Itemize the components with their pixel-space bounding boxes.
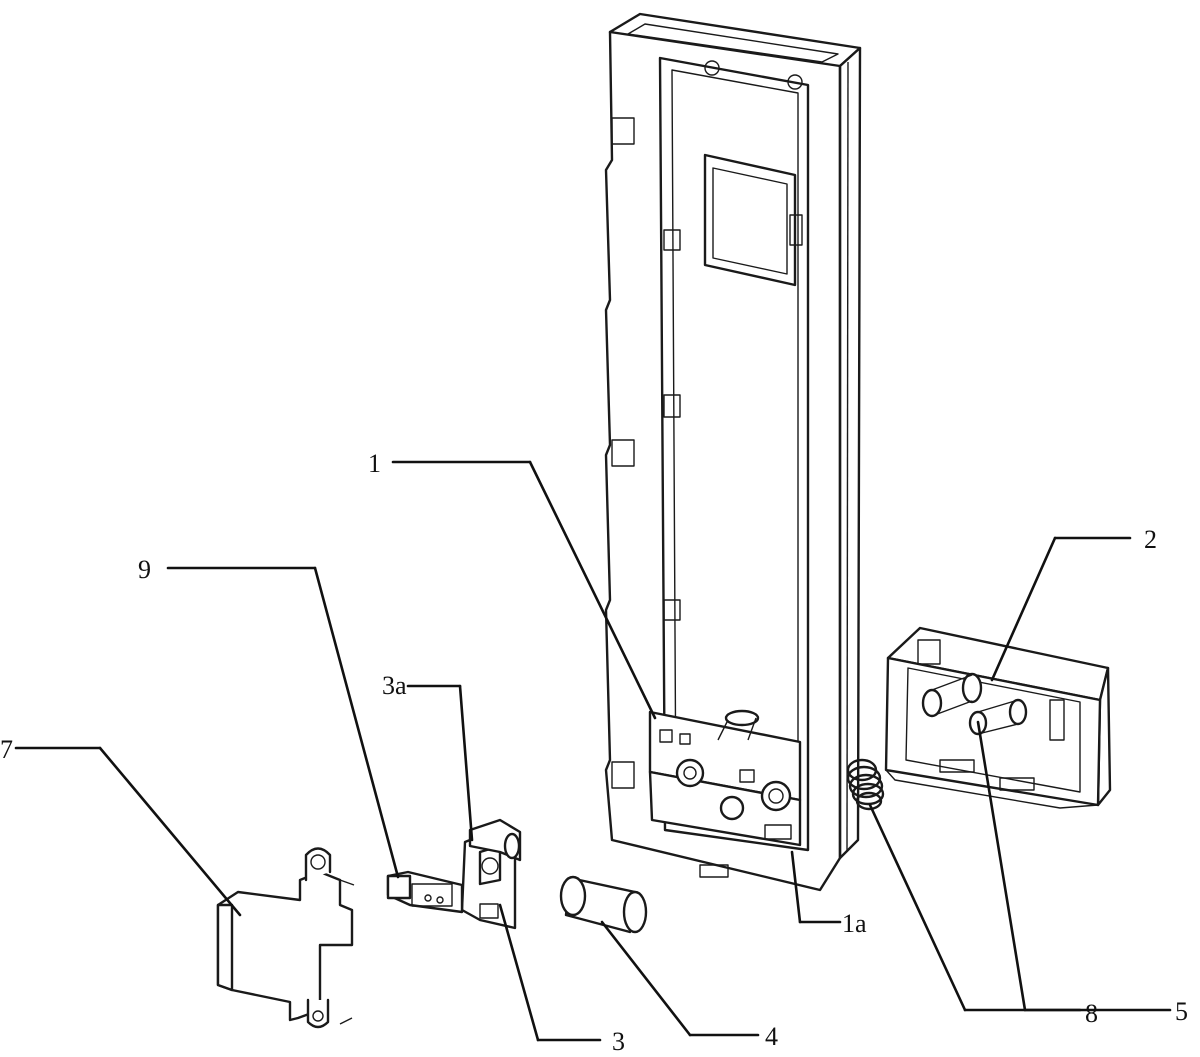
plate-part-7 <box>216 847 355 1029</box>
housing-part-1 <box>604 12 862 892</box>
label-3: 3 <box>612 1027 625 1056</box>
switch-bracket-part-3 <box>460 818 522 930</box>
leader-3-diag <box>498 903 540 1042</box>
leader-8-diag <box>868 803 967 1012</box>
micro-switch-part-9 <box>386 870 464 914</box>
leader-lines <box>14 460 1172 1042</box>
end-cap-part-2 <box>884 626 1112 809</box>
roller-part-4 <box>559 875 648 934</box>
label-9: 9 <box>138 555 151 584</box>
label-5: 5 <box>1175 997 1188 1026</box>
label-1a: 1a <box>842 909 867 938</box>
leader-4-diag <box>600 920 692 1037</box>
label-8: 8 <box>1085 999 1098 1028</box>
label-3a: 3a <box>382 671 407 700</box>
leader-2-diag <box>990 536 1057 682</box>
callout-labels: 1 1a 2 3 3a 4 5 7 8 9 <box>0 449 1188 1056</box>
label-4: 4 <box>765 1022 778 1051</box>
leader-5-diag <box>976 720 1027 1012</box>
label-7: 7 <box>0 735 13 764</box>
spring-part-8 <box>846 758 885 811</box>
leader-9-diag <box>313 566 400 879</box>
leader-1-diag <box>528 460 657 720</box>
leader-1a-diag <box>790 850 802 924</box>
leader-7-diag <box>98 746 242 917</box>
label-1: 1 <box>368 449 381 478</box>
label-2: 2 <box>1144 525 1157 554</box>
leader-3a-diag <box>458 684 474 842</box>
